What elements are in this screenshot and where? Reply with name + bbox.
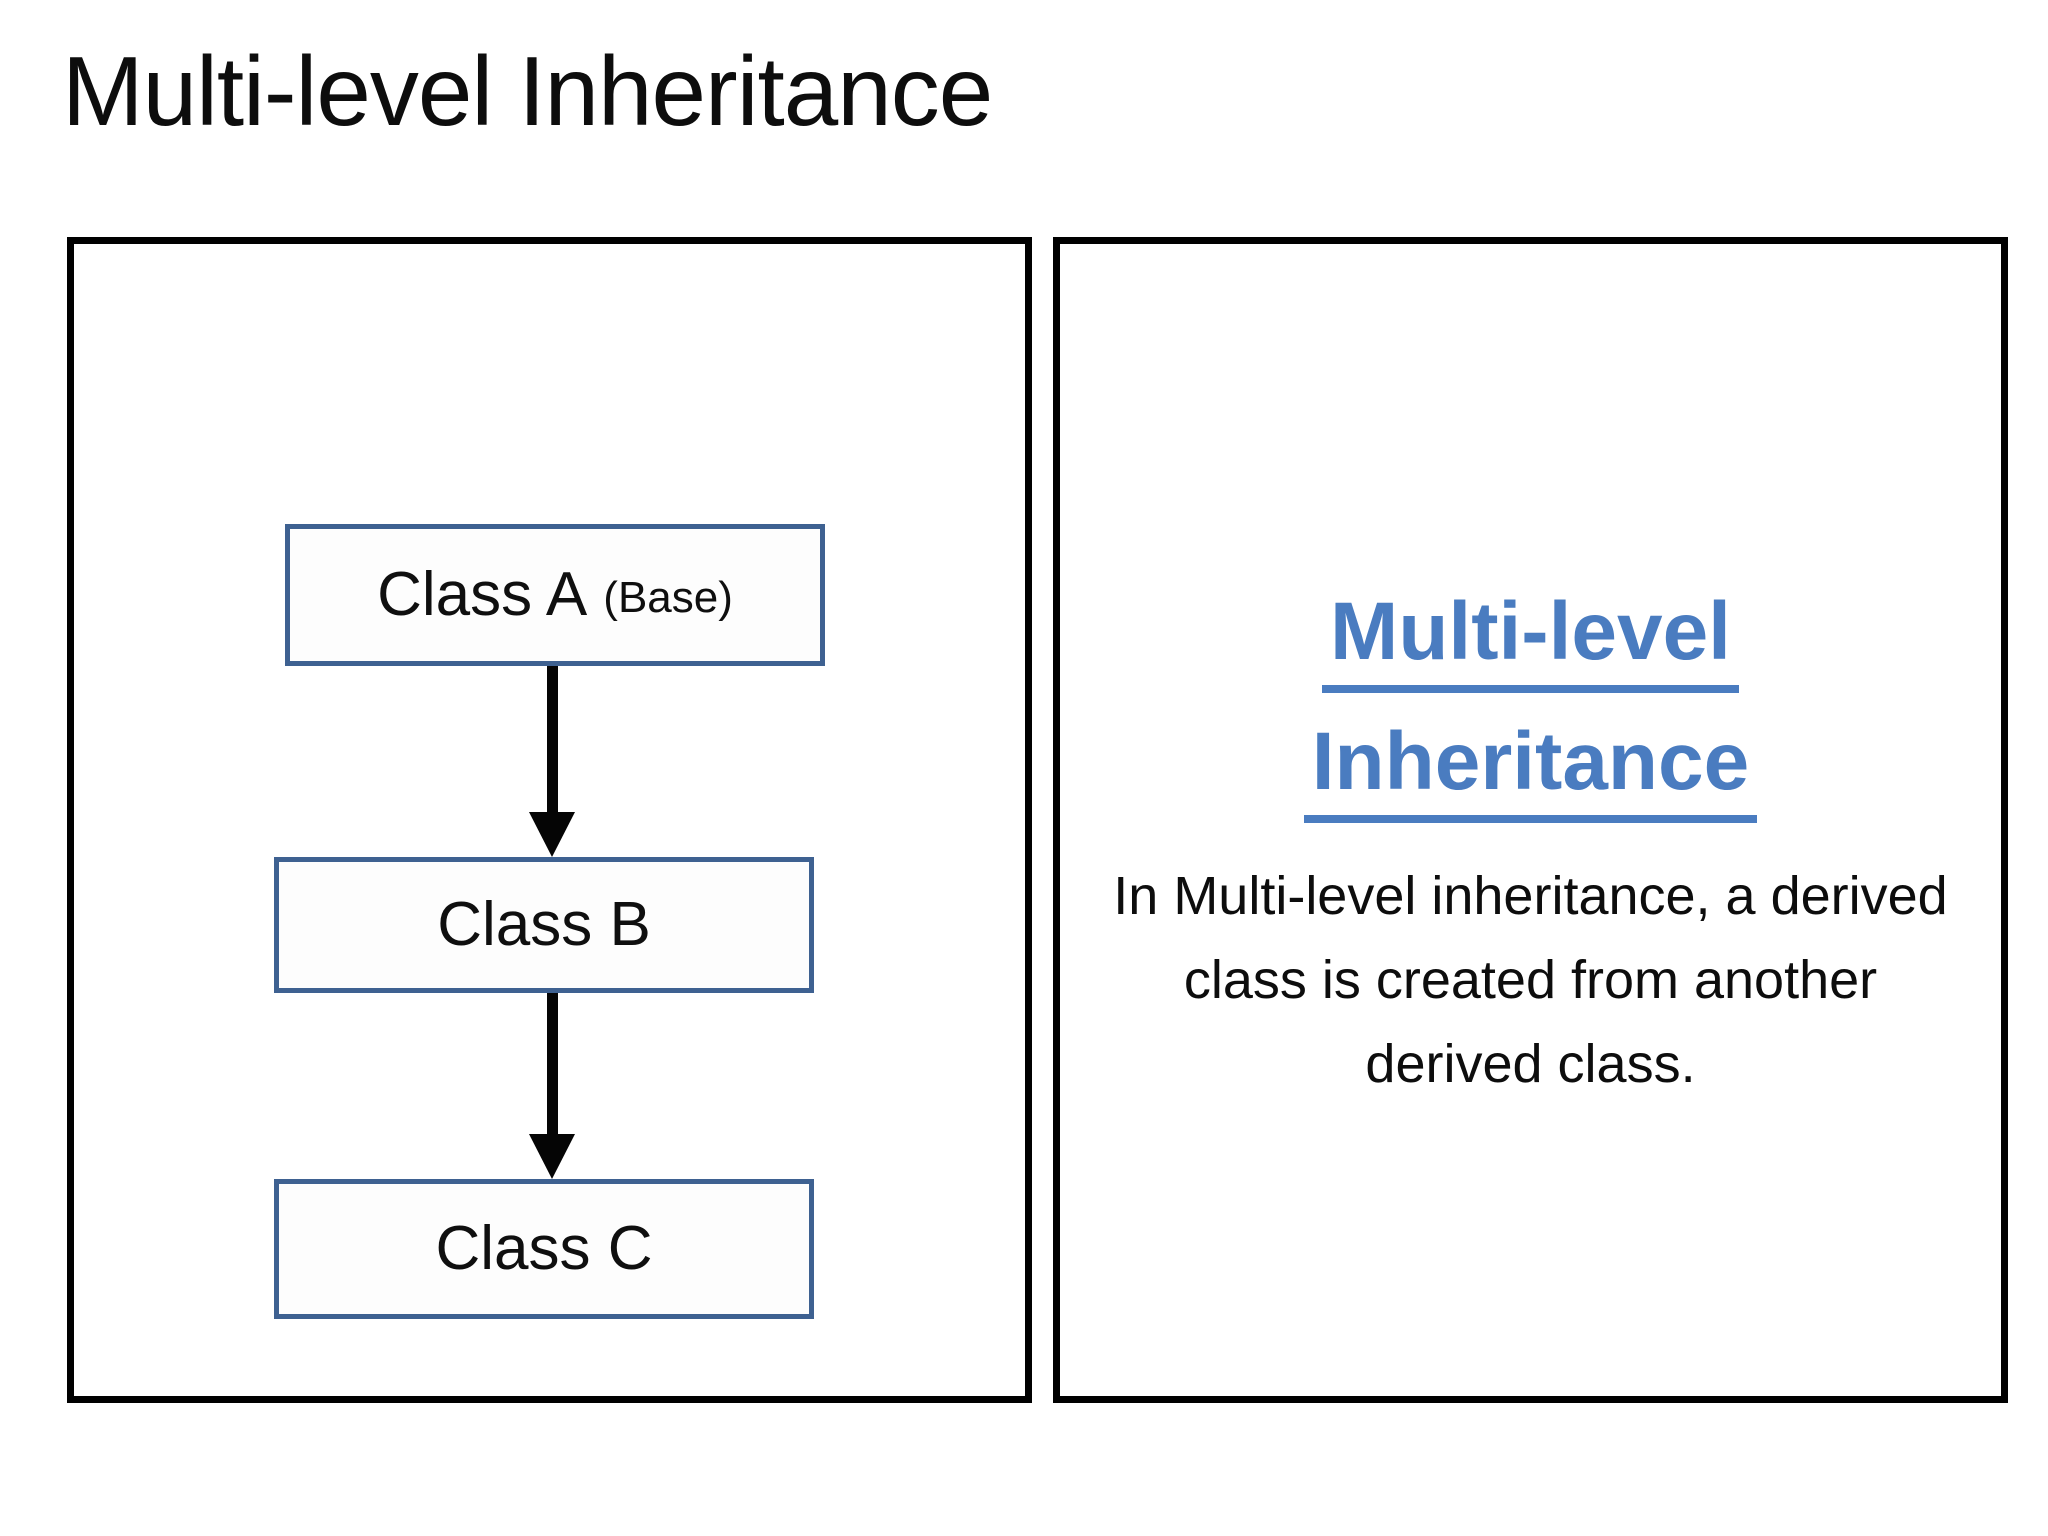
info-body-text: In Multi-level inheritance, a derived cl… [1113, 866, 1948, 1094]
arrow-down-icon [529, 666, 575, 857]
info-heading-line1: Multi-level [1322, 588, 1739, 694]
info-heading-line2: Inheritance [1303, 719, 1758, 824]
arrow-shaft [546, 666, 558, 812]
class-c-label: Class C [435, 1214, 653, 1283]
arrow-head [529, 812, 575, 857]
info-panel: Multi-level Inheritance In Multi-level i… [1053, 237, 2008, 1403]
class-c-box: Class C [274, 1179, 814, 1319]
info-heading: Multi-level Inheritance [1303, 588, 1758, 849]
class-a-label: Class A [377, 560, 588, 629]
arrow-shaft [546, 993, 558, 1134]
class-a-suffix: (Base) [603, 573, 733, 622]
class-a-box: Class A (Base) [285, 524, 825, 666]
class-b-box: Class B [274, 857, 814, 993]
diagram-panel: Class A (Base) Class B Class C [67, 237, 1032, 1403]
page-title: Multi-level Inheritance [62, 36, 993, 146]
arrow-down-icon [529, 993, 575, 1179]
class-b-label: Class B [437, 890, 651, 959]
arrow-head [529, 1134, 575, 1179]
